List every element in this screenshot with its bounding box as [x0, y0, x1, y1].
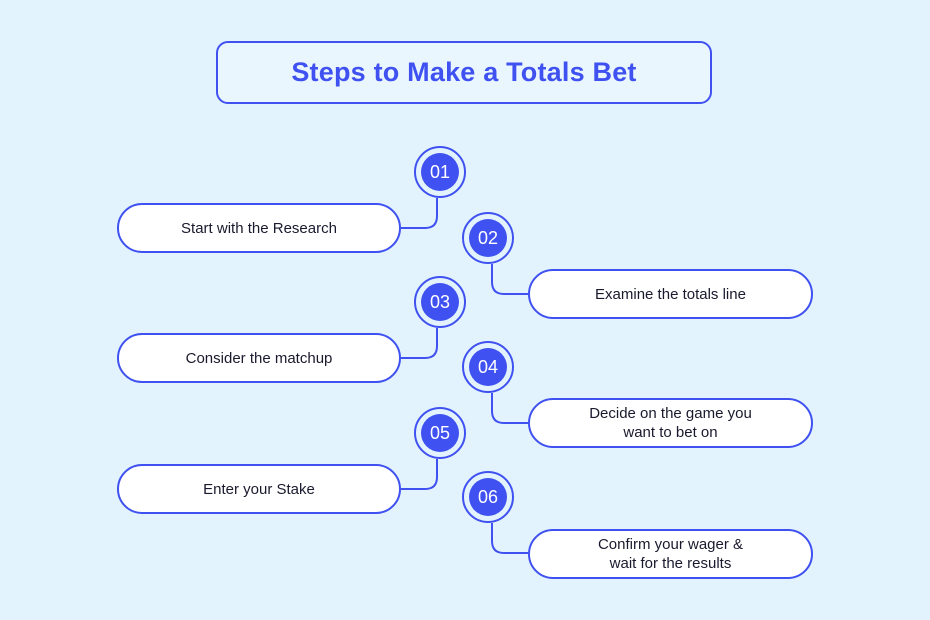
connector-06 [491, 523, 528, 554]
step-02-pill: Examine the totals line [528, 269, 813, 319]
step-04-pill: Decide on the game you want to bet on [528, 398, 813, 448]
connector-05 [401, 459, 438, 490]
connector-02 [491, 264, 528, 295]
step-03-label: Consider the matchup [185, 349, 333, 367]
step-06-number: 06 [469, 478, 507, 516]
step-06-badge: 06 [462, 471, 514, 523]
step-02-label: Examine the totals line [595, 285, 746, 303]
step-01-label: Start with the Research [181, 219, 337, 237]
step-06-label: Confirm your wager & wait for the result… [597, 536, 744, 572]
connector-03 [401, 328, 438, 359]
step-05-pill: Enter your Stake [117, 464, 401, 514]
step-02-number: 02 [469, 219, 507, 257]
step-01-badge: 01 [414, 146, 466, 198]
step-04-label: Decide on the game you want to bet on [589, 405, 752, 441]
connector-01 [401, 198, 438, 229]
step-04-number: 04 [469, 348, 507, 386]
step-03-badge: 03 [414, 276, 466, 328]
step-01-pill: Start with the Research [117, 203, 401, 253]
step-03-number: 03 [421, 283, 459, 321]
page-title: Steps to Make a Totals Bet [216, 41, 712, 104]
step-02-badge: 02 [462, 212, 514, 264]
step-05-badge: 05 [414, 407, 466, 459]
step-05-label: Enter your Stake [203, 480, 315, 498]
step-01-number: 01 [421, 153, 459, 191]
step-03-pill: Consider the matchup [117, 333, 401, 383]
step-06-pill: Confirm your wager & wait for the result… [528, 529, 813, 579]
step-05-number: 05 [421, 414, 459, 452]
step-04-badge: 04 [462, 341, 514, 393]
connector-04 [491, 393, 528, 424]
